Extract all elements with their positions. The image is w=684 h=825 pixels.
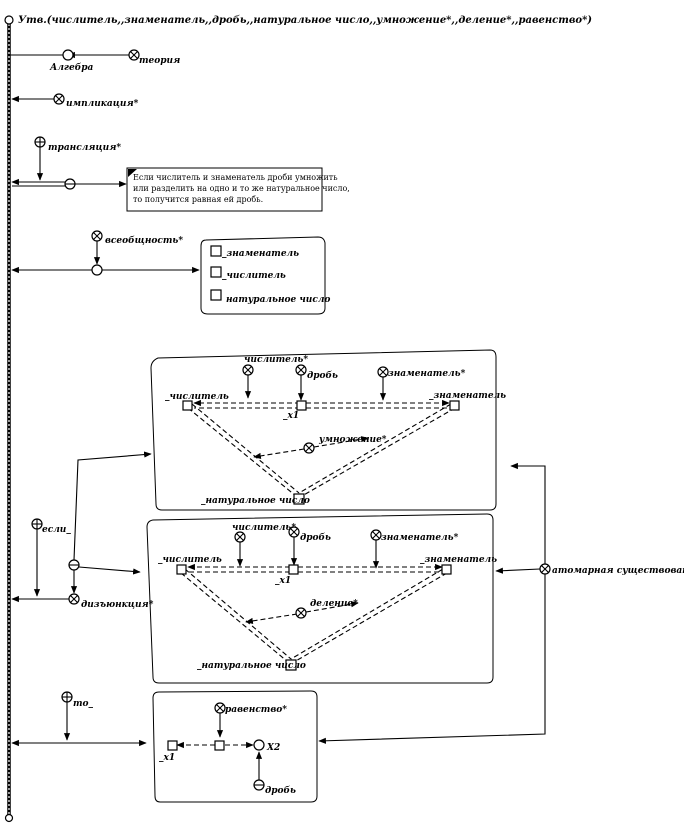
mul-denominator-node[interactable] bbox=[449, 400, 460, 411]
div-role-denominator-label: знаменатель* bbox=[381, 533, 459, 543]
mul-role-fraction-label: дробь bbox=[307, 370, 338, 381]
statement-bottom-node bbox=[4, 813, 14, 823]
eq-x1-node[interactable] bbox=[167, 740, 178, 751]
algebra-node[interactable] bbox=[62, 49, 74, 61]
eq-fraction-role-label: дробь bbox=[265, 785, 296, 796]
universality-item-natural[interactable] bbox=[210, 289, 222, 301]
mul-denominator-label: _знаменатель bbox=[429, 391, 506, 401]
algebra-label: Алгебра bbox=[49, 62, 93, 73]
statement-title: Утв.(числитель,,знаменатель,,дробь,,нату… bbox=[18, 15, 592, 26]
universality-item-label-2: _числитель bbox=[222, 271, 286, 281]
if-branch bbox=[11, 451, 152, 605]
div-numerator-label: _числитель bbox=[158, 555, 222, 565]
div-numerator-node[interactable] bbox=[176, 564, 187, 575]
universality-item-denominator[interactable] bbox=[210, 245, 222, 257]
div-x1-label: _x1 bbox=[275, 576, 291, 586]
mul-role-denominator-label: знаменатель* bbox=[388, 369, 466, 379]
mul-operation-label: умножение* bbox=[318, 435, 387, 445]
universality-link-node[interactable] bbox=[91, 264, 103, 276]
text-block: Если числитель и знаменатель дроби умнож… bbox=[126, 167, 350, 212]
universality-box: _знаменатель _числитель натуральное числ… bbox=[200, 236, 330, 315]
implication-branch bbox=[11, 93, 65, 105]
atomic-existence-branch bbox=[318, 462, 551, 744]
eq-x1-label: _x1 bbox=[159, 753, 175, 763]
mul-numerator-label: _числитель bbox=[165, 392, 229, 402]
disjunction-label: дизъюнкция* bbox=[81, 600, 154, 610]
if-label: если_ bbox=[42, 525, 71, 535]
mul-role-numerator-label: числитель* bbox=[244, 355, 308, 365]
mul-x1-node[interactable] bbox=[296, 400, 307, 411]
divide-block bbox=[146, 513, 494, 684]
text-line-3: то получится равная ей дробь. bbox=[133, 195, 263, 204]
mul-natural-node[interactable] bbox=[293, 493, 305, 505]
atomic-existence-label: атомарная существования bbox=[552, 566, 684, 576]
statement-bus bbox=[4, 15, 14, 823]
translation-branch bbox=[11, 136, 127, 190]
mul-numerator-node[interactable] bbox=[182, 400, 193, 411]
div-denominator-node[interactable] bbox=[441, 564, 452, 575]
statement-top-node bbox=[4, 15, 14, 25]
theory-label: теория bbox=[139, 56, 180, 66]
translation-label: трансляция* bbox=[48, 143, 121, 153]
eq-x2-node[interactable] bbox=[253, 739, 265, 751]
equality-block bbox=[152, 690, 318, 803]
text-line-1: Если числитель и знаменатель дроби умнож… bbox=[133, 173, 338, 182]
universality-item-label-1: _знаменатель bbox=[222, 249, 299, 259]
div-x1-node[interactable] bbox=[288, 564, 299, 575]
eq-center-node[interactable] bbox=[214, 740, 225, 751]
then-label: то_ bbox=[73, 699, 94, 709]
div-denominator-label: _знаменатель bbox=[420, 555, 497, 565]
implication-label: импликация* bbox=[66, 99, 139, 109]
div-operation-label: деление* bbox=[310, 599, 358, 609]
div-natural-node[interactable] bbox=[285, 659, 297, 671]
eq-x2-label: X2 bbox=[266, 743, 280, 753]
multiply-block bbox=[150, 349, 497, 511]
div-role-fraction-label: дробь bbox=[300, 532, 331, 543]
text-line-2: или разделить на одно и то же натурально… bbox=[133, 184, 350, 193]
mul-natural-label: _натуральное число bbox=[201, 496, 310, 506]
mul-x1-label: _x1 bbox=[283, 411, 299, 421]
div-role-numerator-label: числитель* bbox=[232, 523, 296, 533]
eq-relation-label: равенство* bbox=[225, 705, 287, 715]
universality-branch bbox=[11, 230, 200, 276]
universality-item-numerator[interactable] bbox=[210, 266, 222, 278]
div-natural-label: _натуральное число bbox=[197, 661, 306, 671]
algebra-branch bbox=[10, 49, 140, 61]
universality-item-label-3: натуральное число bbox=[226, 295, 330, 305]
universality-label: всеобщность* bbox=[105, 235, 183, 246]
then-branch bbox=[11, 691, 147, 747]
